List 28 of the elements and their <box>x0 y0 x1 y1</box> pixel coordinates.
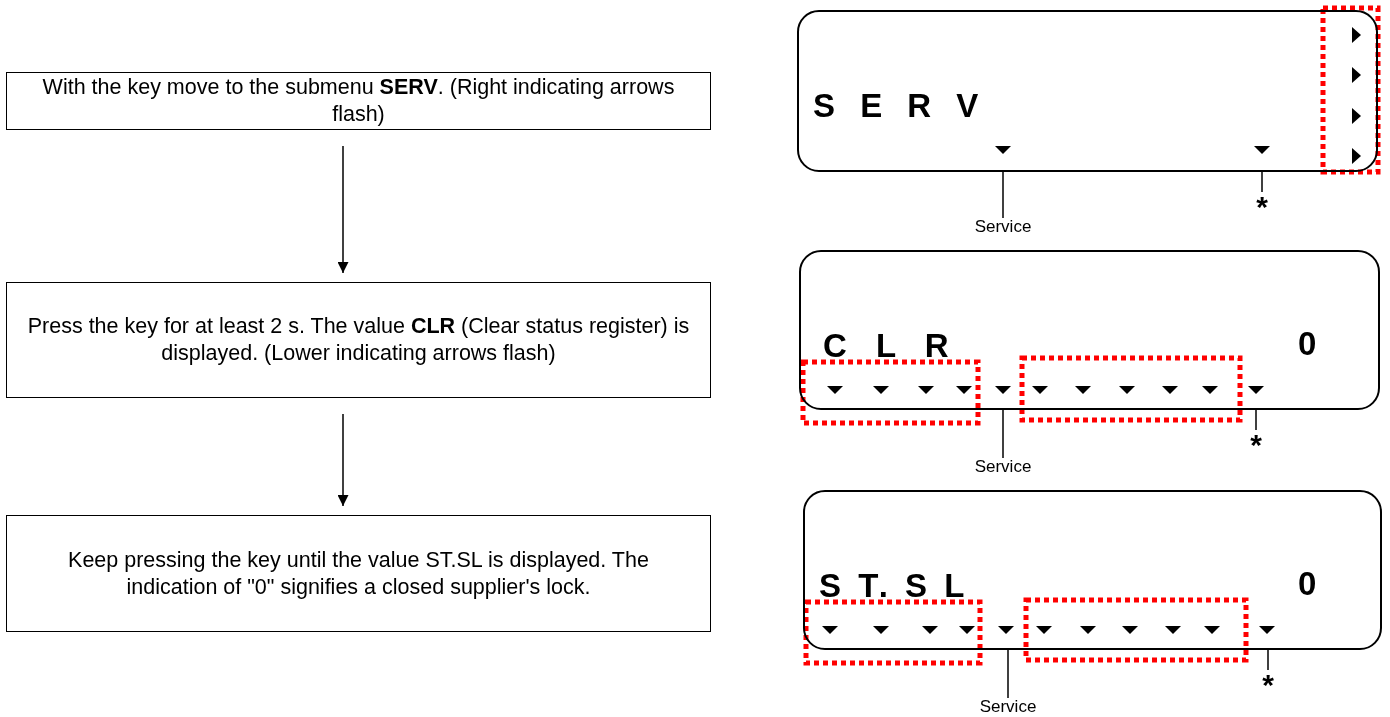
display-text: S E R V <box>813 89 987 122</box>
step-text: With the key move to the submenu SERV. (Right indicating arrows flash) <box>41 74 676 128</box>
process-box <box>6 515 711 632</box>
display-value: 0 <box>1298 567 1317 600</box>
leader-line <box>1267 649 1269 671</box>
display-panel <box>799 250 1380 410</box>
caption-text: Service <box>963 218 1043 236</box>
leader-line <box>1255 409 1257 431</box>
asterisk-mark: * <box>1244 430 1268 456</box>
display-value: 0 <box>1298 327 1317 360</box>
leader-line <box>1261 171 1263 193</box>
asterisk-mark: * <box>1256 670 1280 696</box>
step-text: Press the key for at least 2 s. The value CLR (Clear status register) is displayed. (Lower indicating arrows flash) <box>26 313 691 367</box>
flow-arrow <box>337 413 349 507</box>
leader-line <box>1002 409 1004 459</box>
leader-line <box>1002 171 1004 219</box>
process-box <box>6 282 711 398</box>
caption-text: Service <box>968 698 1048 716</box>
asterisk-mark: * <box>1250 192 1274 218</box>
process-box <box>6 72 711 130</box>
leader-line <box>1007 649 1009 699</box>
flow-arrow <box>337 145 349 274</box>
display-panel <box>797 10 1378 172</box>
display-text: S T. S L <box>819 569 969 602</box>
step-text: Keep pressing the key until the value ST.SL is displayed. The indication of "0" signifies a closed supplier's lock. <box>67 546 650 601</box>
display-panel <box>803 490 1382 650</box>
caption-text: Service <box>963 458 1043 476</box>
display-text: C L R <box>823 329 959 362</box>
